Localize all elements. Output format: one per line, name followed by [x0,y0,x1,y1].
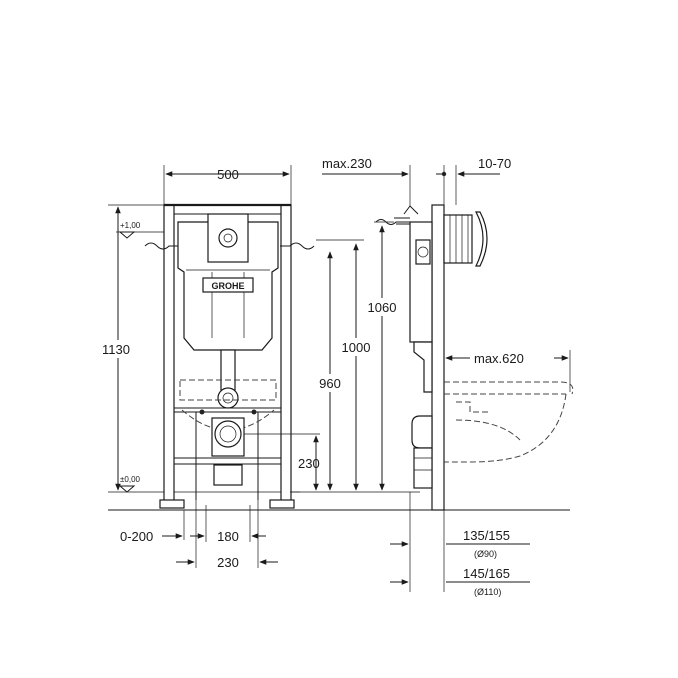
level-top-marker: +1,00 [116,221,164,239]
width-label: 500 [217,167,239,182]
dim-pipe-110: 145/165 (Ø110) [390,566,530,597]
dim-feet-adjust: 0-200 [120,510,185,544]
bowl-outline-curve [181,409,275,431]
dim-pipe-90: 135/155 (Ø90) [390,492,530,592]
drain [199,409,320,486]
pipe-110-dia-label: (Ø110) [474,587,501,597]
dim-wall-offset: 10-70 [436,156,511,205]
side-view: max.230 10-70 1060 1000 [290,156,574,597]
dim-height-1000: 1000 [316,239,376,491]
dim-width-500: 500 [163,165,292,205]
dim-height-1130: 1130 [96,204,164,491]
flush-pipe [179,349,277,431]
dim-max-depth: max.230 [322,156,411,206]
cistern: GROHE [144,213,315,351]
front-view: GROHE 500 [96,165,405,570]
level-zero-label: ±0,00 [120,475,141,484]
water-inlet-left [144,242,178,250]
toilet-bowl-outline [444,381,574,463]
pipe-110-label: 145/165 [463,566,510,581]
level-zero-marker: ±0,00 [118,475,141,493]
pipe-90-label: 135/155 [463,528,510,543]
pipe-90-dia-label: (Ø90) [474,549,497,559]
side-frame [375,205,433,393]
outlet-height-label: 230 [298,456,320,471]
feet-adjust-label: 0-200 [120,529,153,544]
frame [159,203,295,509]
bowl-outline-top [179,379,277,401]
level-top-label: +1,00 [120,221,141,230]
drain-outer-label: 230 [217,555,239,570]
wall-offset-label: 10-70 [478,156,511,171]
water-inlet-right [280,242,315,250]
drain-inner-label: 180 [217,529,239,544]
max-depth-label: max.230 [322,156,372,171]
dim-drain-inner: 180 [190,505,266,544]
height-960-label: 960 [319,376,341,391]
dim-outlet-height: 230 [298,435,320,491]
left-foot [159,499,185,509]
right-foot [269,499,295,509]
height-total-label: 1130 [102,342,130,357]
brand-label: GROHE [211,281,244,291]
brand-badge [202,277,254,293]
dim-max-bowl: max.620 [445,348,571,392]
max-bowl-label: max.620 [474,351,524,366]
wall [431,204,445,511]
dim-drain-outer: 230 [176,500,278,570]
dim-height-1060: 1060 [362,221,402,491]
side-drain [411,415,433,489]
wall-flush-button [443,211,488,267]
height-1000-label: 1000 [342,340,371,355]
flush-button-icon [218,228,238,248]
height-1060-label: 1060 [368,300,397,315]
dim-height-960: 960 [314,251,346,491]
